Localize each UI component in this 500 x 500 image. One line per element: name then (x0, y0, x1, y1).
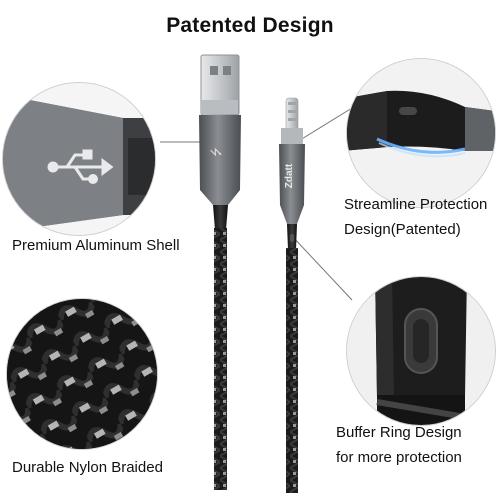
label-buffer-line1: Buffer Ring Design (336, 424, 462, 441)
label-aluminum-shell: Premium Aluminum Shell (12, 237, 180, 254)
lightning-cable: Zdatt (279, 97, 305, 493)
svg-text:⭍: ⭍ (209, 147, 223, 157)
label-buffer-line2: for more protection (336, 449, 462, 466)
brand-text: Zdatt (284, 163, 295, 188)
label-streamline-line1: Streamline Protection (344, 196, 488, 213)
usb-a-cable: ⭍ (199, 54, 241, 490)
page-title: Patented Design (166, 14, 334, 37)
usb-icon (47, 149, 114, 184)
streamline-closeup (346, 58, 496, 208)
callout-line-buffer (291, 235, 353, 301)
nylon-braid-closeup (6, 298, 158, 450)
buffer-ring-closeup (346, 276, 496, 426)
aluminum-shell-closeup (2, 82, 156, 236)
label-nylon-braided: Durable Nylon Braided (12, 459, 163, 476)
label-streamline-line2: Design(Patented) (344, 221, 461, 238)
